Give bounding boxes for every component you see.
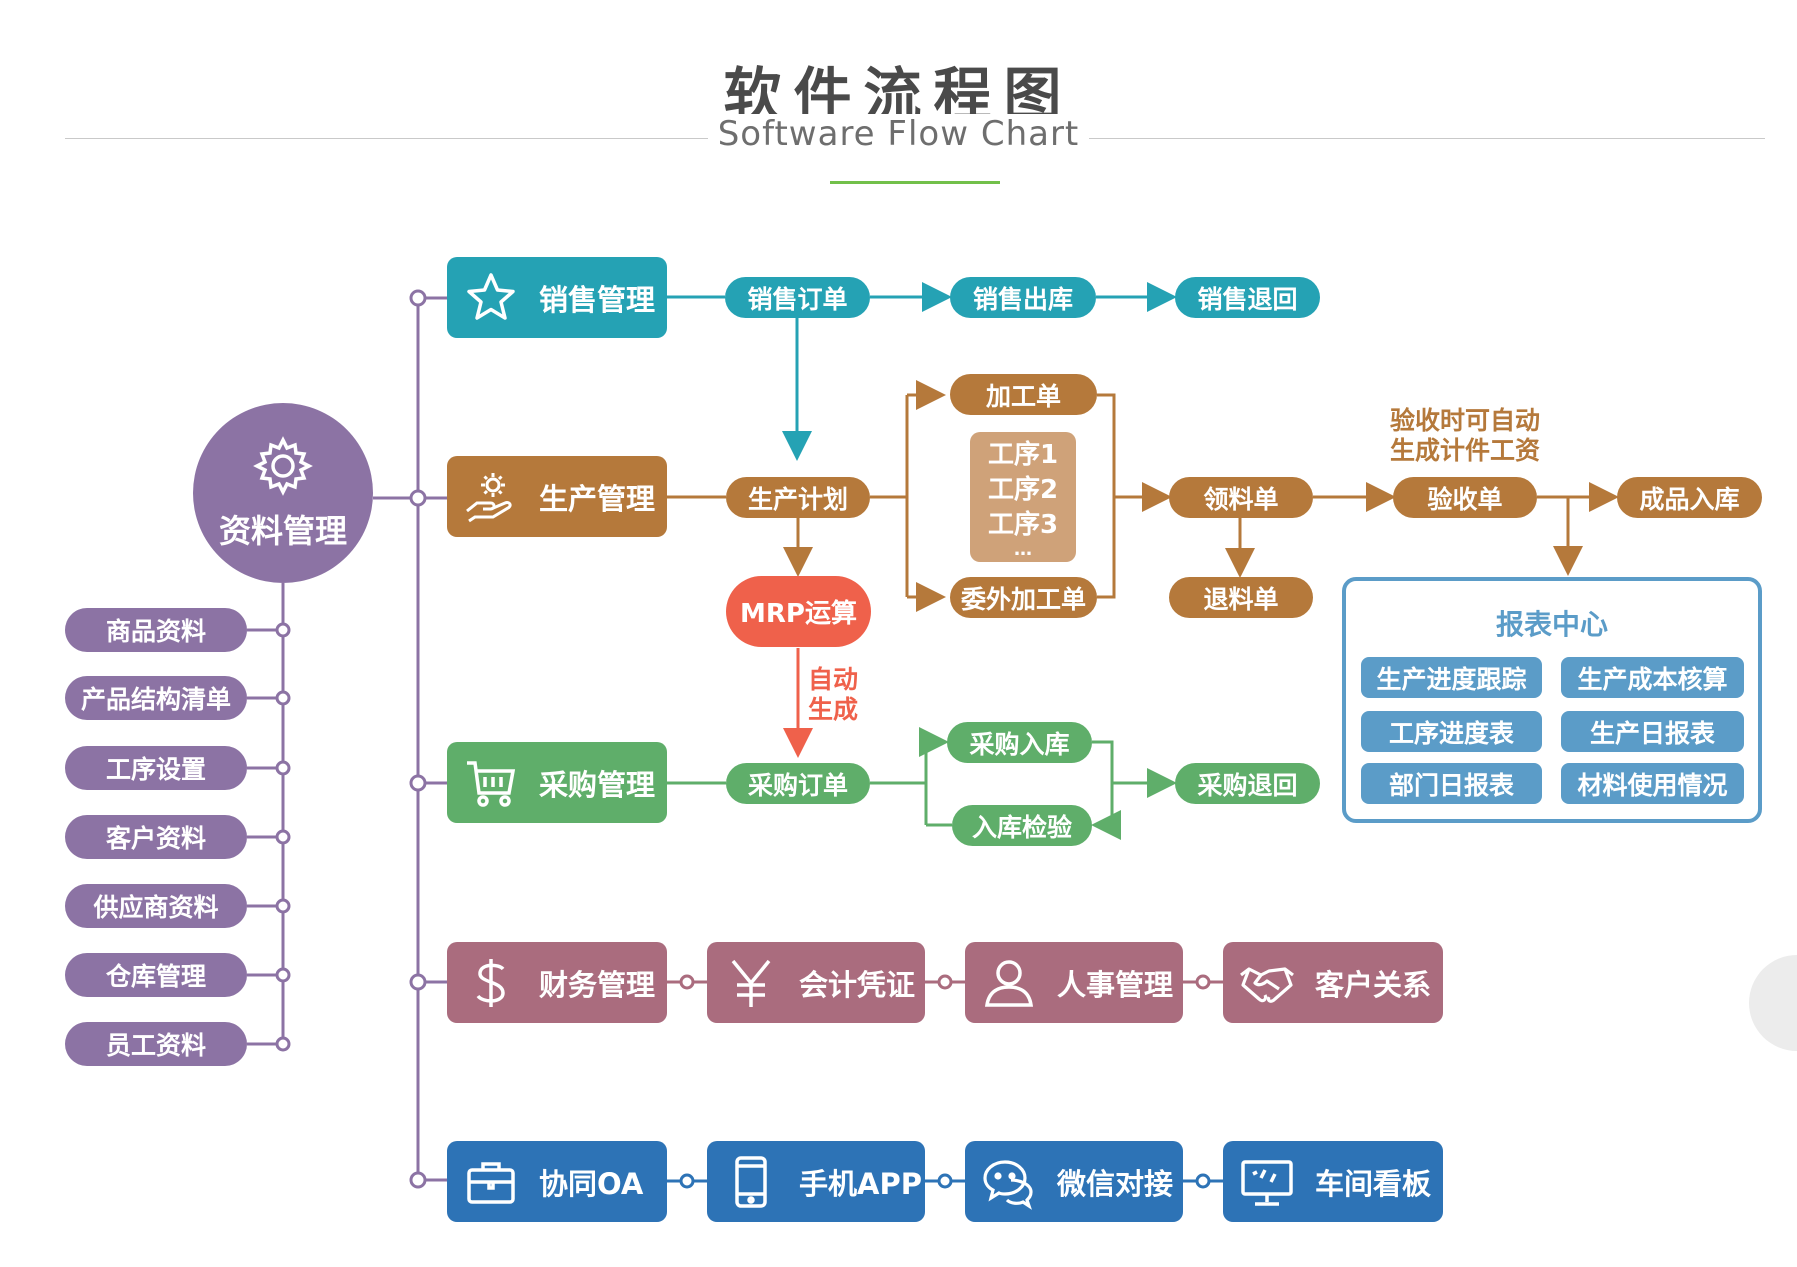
finished-goods-in-node[interactable]: 成品入库 (1617, 477, 1762, 518)
module-accounting[interactable]: 会计凭证 (707, 942, 925, 1023)
sales-out-node[interactable]: 销售出库 (950, 277, 1096, 318)
material-return-node[interactable]: 退料单 (1169, 577, 1313, 618)
mrp-node[interactable]: MRP运算 (726, 576, 871, 647)
material-pick-node[interactable]: 领料单 (1169, 477, 1313, 518)
master-item-employee[interactable]: 员工资料 (65, 1022, 247, 1066)
piecework-note-line1: 验收时可自动 (1389, 406, 1540, 435)
gear-icon (253, 436, 313, 496)
master-item-customer[interactable]: 客户资料 (65, 815, 247, 859)
report-process-progress[interactable]: 工序进度表 (1361, 711, 1542, 752)
module-app-label: 手机APP (799, 1166, 922, 1201)
accent-underline (830, 181, 1000, 184)
module-production[interactable]: 生产管理 (447, 456, 667, 537)
auto-generate-note: 自动 生成 (808, 665, 858, 725)
phone-icon (723, 1154, 779, 1210)
process-step-3: 工序3 (987, 509, 1059, 540)
process-step-2: 工序2 (987, 474, 1059, 505)
report-production-cost[interactable]: 生产成本核算 (1561, 657, 1744, 698)
piecework-note: 验收时可自动 生成计件工资 (1370, 406, 1560, 466)
master-data-hub[interactable]: 资料管理 (193, 403, 373, 583)
process-step-1: 工序1 (987, 439, 1059, 470)
auto-generate-line1: 自动 (808, 665, 859, 694)
module-production-label: 生产管理 (539, 481, 656, 516)
module-finance[interactable]: 财务管理 (447, 942, 667, 1023)
dollar-icon (463, 955, 519, 1011)
star-icon (463, 270, 519, 326)
purchase-return-node[interactable]: 采购退回 (1175, 763, 1320, 804)
purchase-in-node[interactable]: 采购入库 (947, 722, 1092, 763)
production-plan-node[interactable]: 生产计划 (726, 477, 870, 518)
report-department-daily[interactable]: 部门日报表 (1361, 763, 1542, 804)
module-accounting-label: 会计凭证 (799, 967, 916, 1002)
work-order-node[interactable]: 加工单 (950, 374, 1097, 415)
process-step-more: … (1014, 538, 1032, 560)
module-oa-label: 协同OA (539, 1166, 644, 1201)
report-production-progress[interactable]: 生产进度跟踪 (1361, 657, 1542, 698)
inbound-inspection-node[interactable]: 入库检验 (952, 805, 1092, 846)
yen-icon (723, 955, 779, 1011)
module-sales[interactable]: 销售管理 (447, 257, 667, 338)
master-item-bom[interactable]: 产品结构清单 (65, 676, 247, 720)
page-subtitle-wrap: Software Flow Chart (0, 114, 1797, 154)
module-hr[interactable]: 人事管理 (965, 942, 1183, 1023)
auto-generate-line2: 生成 (808, 695, 859, 724)
module-board-label: 车间看板 (1315, 1166, 1432, 1201)
hand-gear-icon (463, 469, 519, 525)
purchase-order-node[interactable]: 采购订单 (726, 763, 870, 804)
report-center-title: 报表中心 (1495, 608, 1608, 641)
module-wechat-label: 微信对接 (1057, 1166, 1174, 1201)
module-wechat[interactable]: 微信对接 (965, 1141, 1183, 1222)
report-production-daily[interactable]: 生产日报表 (1561, 711, 1744, 752)
briefcase-icon (463, 1154, 519, 1210)
wechat-icon (981, 1154, 1037, 1210)
acceptance-node[interactable]: 验收单 (1393, 477, 1537, 518)
master-item-process-setup[interactable]: 工序设置 (65, 746, 247, 790)
handshake-icon (1239, 955, 1295, 1011)
user-icon (981, 955, 1037, 1011)
module-board[interactable]: 车间看板 (1223, 1141, 1443, 1222)
module-finance-label: 财务管理 (539, 967, 656, 1002)
page-subtitle: Software Flow Chart (707, 114, 1090, 154)
master-item-product[interactable]: 商品资料 (65, 608, 247, 652)
monitor-icon (1239, 1154, 1295, 1210)
piecework-note-line2: 生成计件工资 (1389, 436, 1540, 465)
module-sales-label: 销售管理 (539, 282, 656, 317)
module-hr-label: 人事管理 (1057, 967, 1174, 1002)
outsource-order-node[interactable]: 委外加工单 (950, 577, 1097, 618)
module-purchase[interactable]: 采购管理 (447, 742, 667, 823)
sales-return-node[interactable]: 销售退回 (1175, 277, 1320, 318)
master-data-hub-label: 资料管理 (218, 512, 347, 550)
sales-order-node[interactable]: 销售订单 (725, 277, 870, 318)
process-steps-box: 工序1 工序2 工序3 … (970, 432, 1076, 562)
module-purchase-label: 采购管理 (539, 767, 656, 802)
report-material-usage[interactable]: 材料使用情况 (1561, 763, 1744, 804)
module-crm[interactable]: 客户关系 (1223, 942, 1443, 1023)
module-crm-label: 客户关系 (1315, 967, 1432, 1002)
module-oa[interactable]: 协同OA (447, 1141, 667, 1222)
master-item-warehouse[interactable]: 仓库管理 (65, 953, 247, 997)
module-app[interactable]: 手机APP (707, 1141, 925, 1222)
cart-icon (463, 755, 519, 811)
master-item-supplier[interactable]: 供应商资料 (65, 884, 247, 928)
